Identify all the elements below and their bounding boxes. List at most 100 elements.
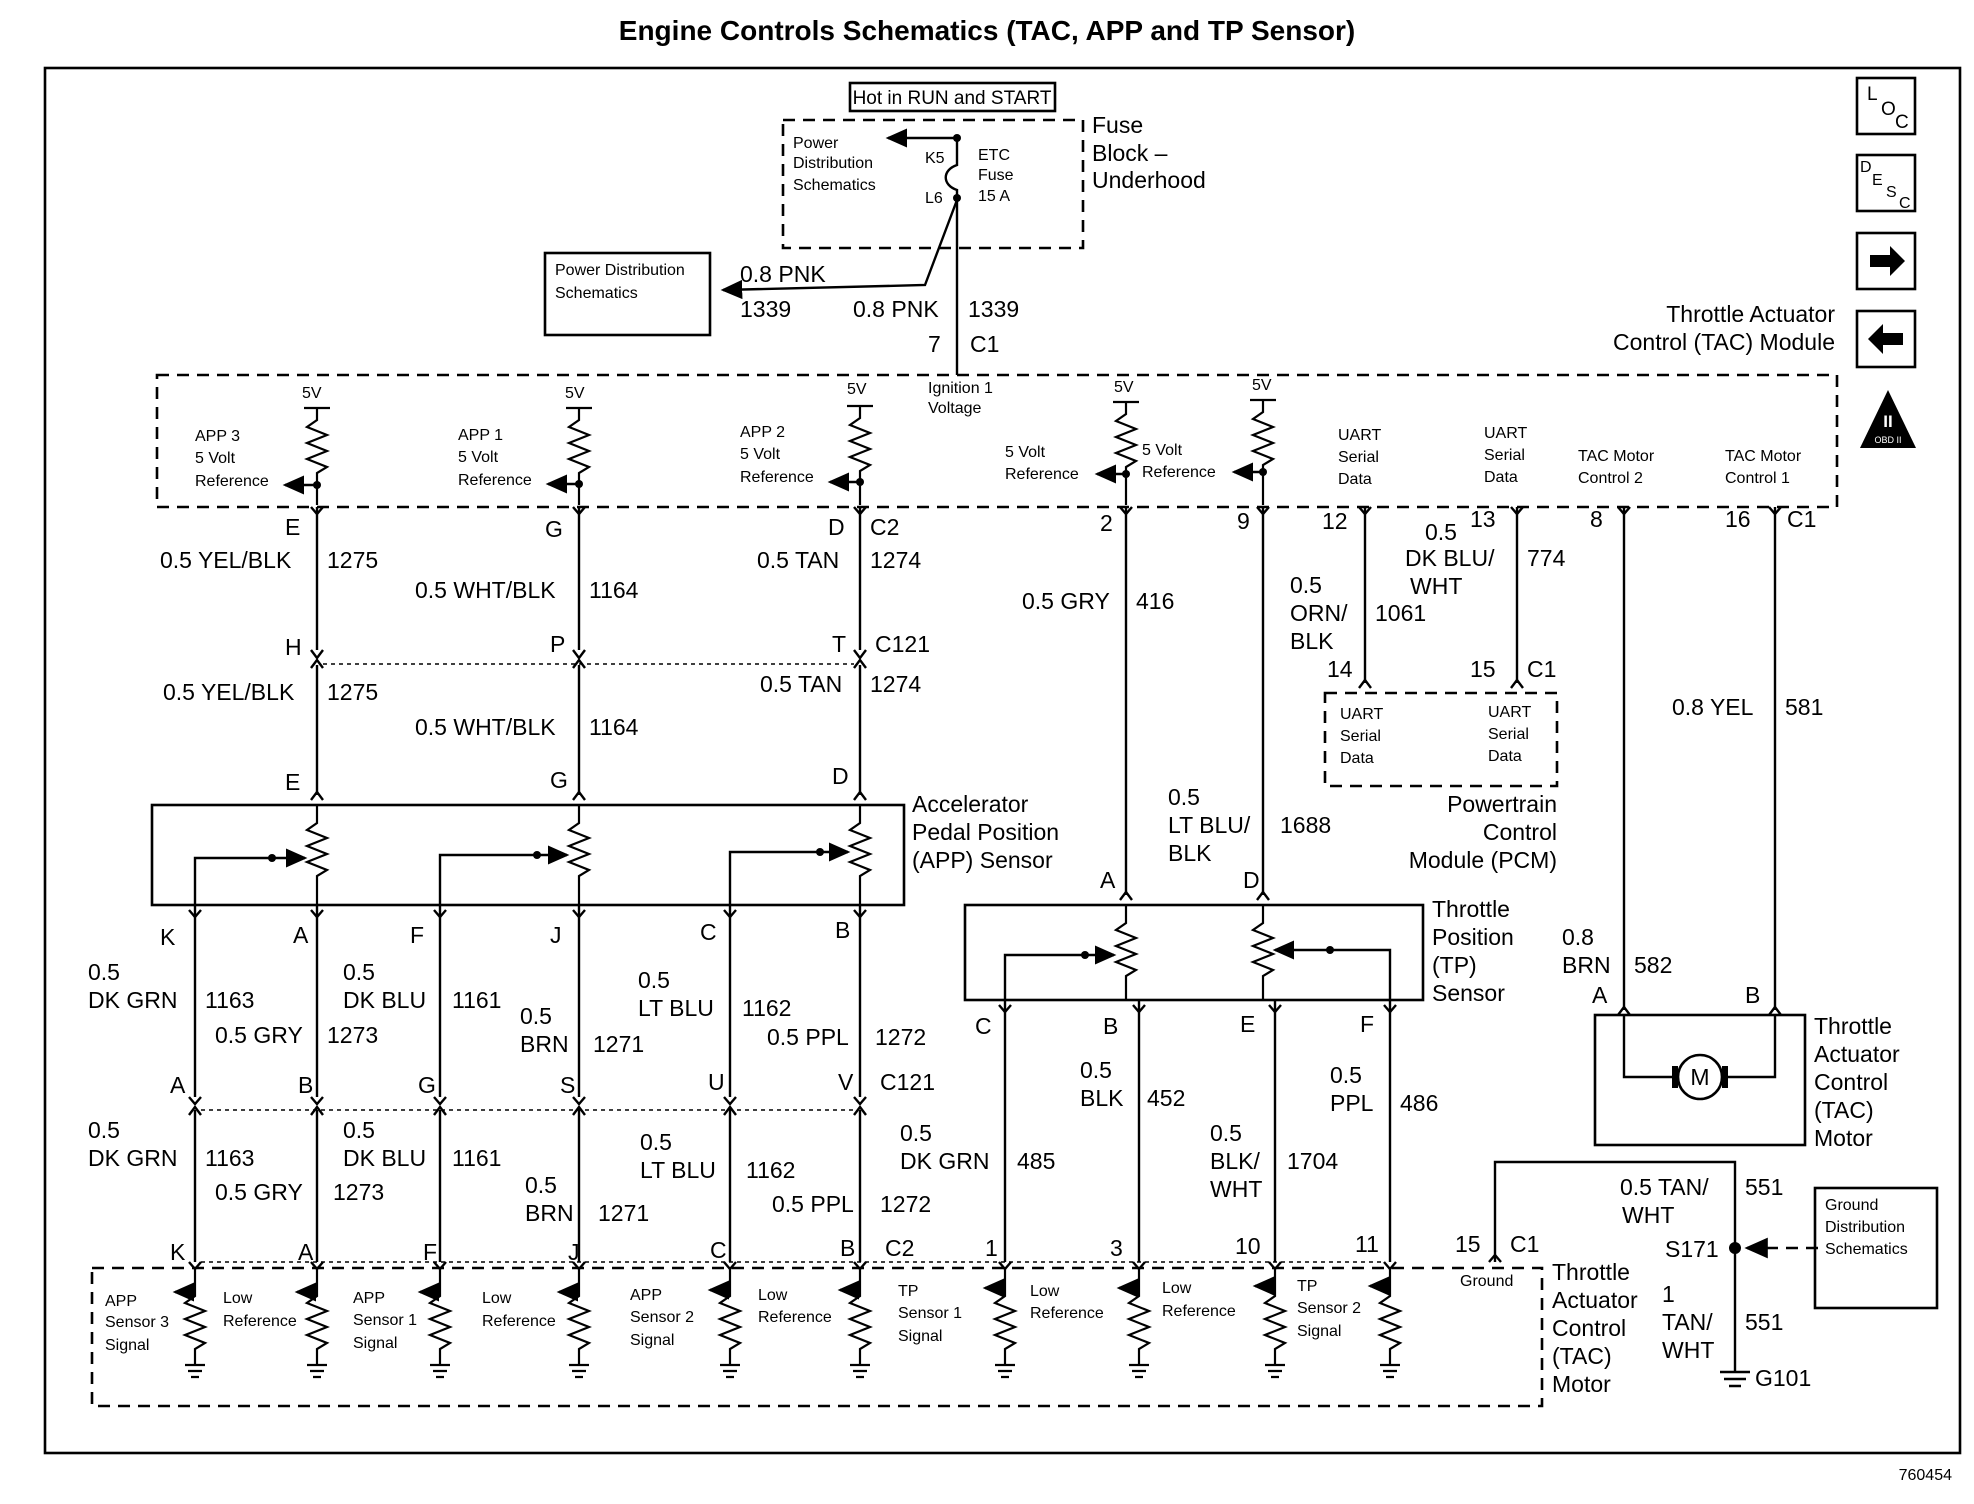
- obd-ii-label: OBD II: [1874, 435, 1901, 445]
- wire-label: 0.5: [1080, 1057, 1112, 1083]
- tp-potentiometer-1: [1003, 905, 1139, 1000]
- pin-label: 8: [1590, 506, 1603, 532]
- signal-label: Reference: [758, 1309, 832, 1326]
- wire-label: 582: [1634, 952, 1672, 978]
- hot-in-run-label: Hot in RUN and START: [853, 88, 1052, 109]
- ground-label: G101: [1755, 1365, 1811, 1391]
- tac-motor-name: Actuator: [1814, 1041, 1900, 1067]
- pin-label: 15: [1455, 1231, 1481, 1257]
- pin-marks: [1256, 506, 1270, 901]
- connector-c2-marks: [310, 506, 867, 516]
- signal-label: Sensor 3: [105, 1314, 169, 1331]
- gds-text: Schematics: [1825, 1241, 1908, 1258]
- motor-control-label: TAC Motor: [1725, 448, 1802, 465]
- motor-control-label: Control 2: [1578, 470, 1643, 487]
- ignition-label: Voltage: [928, 400, 981, 417]
- ref-resistor-tp1: 5V: [1094, 379, 1139, 505]
- connector-label: C2: [885, 1235, 914, 1261]
- obd-ii-icon: [1860, 390, 1916, 448]
- pin-label: A: [293, 922, 309, 948]
- ref-label-app3: Reference: [195, 473, 269, 490]
- wire-label: 0.5: [525, 1172, 557, 1198]
- desc-icon-e: E: [1872, 172, 1883, 189]
- app-sensor-name: (APP) Sensor: [912, 847, 1053, 873]
- wire-label: 452: [1147, 1085, 1185, 1111]
- wire-label: 1274: [870, 671, 921, 697]
- pin-label: 9: [1237, 508, 1250, 534]
- tp-sensor-name: (TP): [1432, 952, 1477, 978]
- pin-label: F: [1360, 1011, 1374, 1037]
- connector-c121-marks: [188, 1096, 867, 1106]
- arrow-right-icon: [1870, 246, 1905, 276]
- loc-button[interactable]: L O C: [1855, 76, 1917, 136]
- uart-label: Data: [1338, 471, 1372, 488]
- pin-label: E: [1240, 1011, 1255, 1037]
- loc-icon-c: C: [1895, 112, 1909, 133]
- wire-label: LT BLU: [638, 995, 714, 1021]
- tac-lower-name: Motor: [1552, 1371, 1611, 1397]
- connector-c121-marks: [310, 649, 867, 660]
- wire-label: 1275: [327, 679, 378, 705]
- pin-label: 10: [1235, 1233, 1261, 1259]
- tac-motor-name: Motor: [1814, 1125, 1873, 1151]
- pin-label: J: [568, 1239, 580, 1265]
- fuse-pin-k5: K5: [925, 150, 945, 167]
- pin-marks: [1617, 506, 1782, 516]
- pin-label: E: [285, 769, 300, 795]
- pin-label: E: [285, 514, 300, 540]
- wire-label: 1273: [327, 1022, 378, 1048]
- next-page-button[interactable]: [1855, 231, 1917, 291]
- pds-box-text: Power Distribution: [555, 262, 685, 279]
- prev-page-button[interactable]: [1855, 309, 1917, 369]
- desc-button[interactable]: D E S C: [1855, 153, 1917, 213]
- signal-label: TP: [898, 1283, 918, 1300]
- pin-label: P: [550, 631, 565, 657]
- motor-symbol: M: [1690, 1064, 1709, 1090]
- splice-s171: [1729, 1242, 1741, 1254]
- fuse-block-name: Underhood: [1092, 167, 1206, 193]
- motor-icon: [1676, 1053, 1724, 1101]
- app-top-pin-marks: [310, 790, 867, 801]
- signal-label: Sensor 1: [898, 1305, 962, 1322]
- fuse-pds-text: Distribution: [793, 155, 873, 172]
- obd-ii-button[interactable]: II OBD II: [1860, 390, 1916, 448]
- connector-label: C121: [880, 1069, 935, 1095]
- wire-label: 0.8 PNK: [740, 261, 826, 287]
- signal-label: Low: [758, 1287, 788, 1304]
- tac-module-name: Throttle Actuator: [1666, 301, 1835, 327]
- app-sensor-box: [150, 803, 906, 907]
- wire-label: 0.5: [343, 959, 375, 985]
- five-volt-label: 5V: [1114, 379, 1134, 396]
- pin-label: H: [285, 634, 302, 660]
- pin-label: U: [708, 1069, 725, 1095]
- connector-label: C1: [1527, 656, 1556, 682]
- desc-icon-c: C: [1899, 195, 1911, 212]
- uart-label: UART: [1340, 706, 1383, 723]
- wire-label: 0.5: [1168, 784, 1200, 810]
- wire-label: 551: [1745, 1309, 1783, 1335]
- signal-label: Reference: [1030, 1305, 1104, 1322]
- tac-module-name: Control (TAC) Module: [1613, 329, 1835, 355]
- wire-label: TAN/: [1662, 1309, 1713, 1335]
- wire-label: WHT: [1410, 573, 1462, 599]
- pin-label: F: [410, 922, 424, 948]
- ref-label-app1: 5 Volt: [458, 449, 499, 466]
- wire-label: 1688: [1280, 812, 1331, 838]
- pin-label: D: [1243, 867, 1260, 893]
- wire-label: BRN: [1562, 952, 1611, 978]
- gds-text: Ground: [1825, 1197, 1878, 1214]
- wire-label: 0.5 WHT/BLK: [415, 577, 556, 603]
- fuse-pds-text: Power: [793, 135, 839, 152]
- five-volt-label: 5V: [847, 381, 867, 398]
- signal-label: Signal: [105, 1337, 149, 1354]
- motor-control-label: Control 1: [1725, 470, 1790, 487]
- wire-label: DK GRN: [88, 1145, 177, 1171]
- tac-lower-name: (TAC): [1552, 1343, 1612, 1369]
- fuse-l6-node: [953, 194, 961, 202]
- app-potentiometer-1: [193, 805, 330, 905]
- hot-in-run-box: [848, 81, 1057, 113]
- ref-label-tp2: 5 Volt: [1142, 442, 1183, 459]
- pin-label: B: [298, 1072, 313, 1098]
- wire-label: 1271: [598, 1200, 649, 1226]
- tac-motor-name: Throttle: [1814, 1013, 1892, 1039]
